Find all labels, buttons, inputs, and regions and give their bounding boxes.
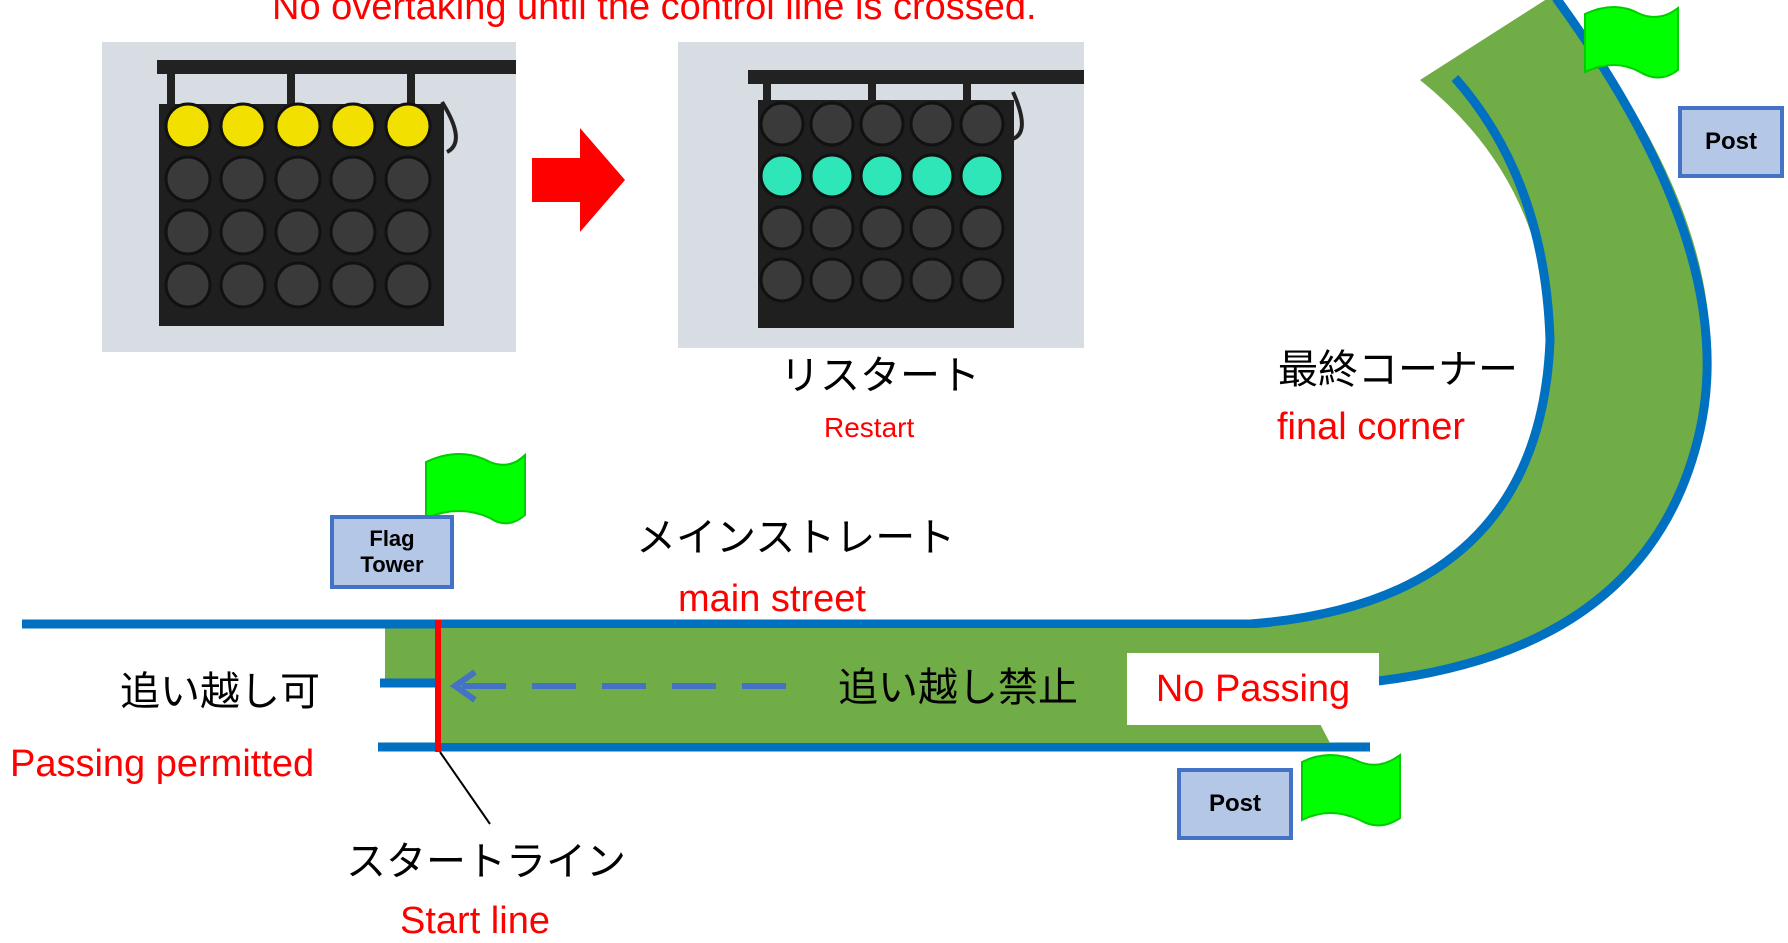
main-street-en-label: main street bbox=[678, 578, 866, 620]
start-line-pointer bbox=[439, 751, 491, 825]
red-transition-arrow bbox=[532, 128, 625, 232]
unlit-lamp bbox=[809, 205, 855, 251]
lit-lamp bbox=[164, 102, 212, 150]
track-straight-surface bbox=[438, 628, 1330, 743]
heading-text: No overtaking until the control line is … bbox=[272, 0, 1037, 28]
unlit-lamp bbox=[959, 101, 1005, 147]
passing-permitted-jp-label: 追い越し可 bbox=[120, 669, 320, 715]
unlit-lamp bbox=[219, 208, 267, 256]
lit-lamp bbox=[384, 102, 432, 150]
unlit-lamp bbox=[909, 205, 955, 251]
passing-permitted-en-label: Passing permitted bbox=[10, 743, 315, 785]
unlit-lamp bbox=[219, 261, 267, 309]
unlit-lamp bbox=[959, 257, 1005, 303]
unlit-lamp bbox=[909, 101, 955, 147]
unlit-lamp bbox=[384, 155, 432, 203]
main-street-jp-label: メインストレート bbox=[636, 515, 956, 561]
track-upper-edge bbox=[22, 75, 1555, 629]
unlit-lamp bbox=[329, 155, 377, 203]
flag-tower-box: Flag Tower bbox=[330, 515, 454, 589]
unlit-lamp bbox=[909, 257, 955, 303]
no-passing-en-label: No Passing bbox=[1155, 667, 1351, 710]
post-bottom-label: Post bbox=[1208, 790, 1261, 817]
unlit-lamp bbox=[164, 208, 212, 256]
unlit-lamp bbox=[859, 257, 905, 303]
unlit-lamp bbox=[164, 261, 212, 309]
restart-jp-label: リスタート bbox=[780, 353, 980, 399]
unlit-lamp bbox=[274, 261, 322, 309]
track-surface bbox=[385, 0, 1711, 683]
unlit-lamp bbox=[809, 101, 855, 147]
no-passing-jp-label: 追い越し禁止 bbox=[838, 665, 1078, 711]
start-line-en-label: Start line bbox=[400, 900, 550, 942]
unlit-lamp bbox=[859, 205, 905, 251]
unlit-lamp bbox=[274, 208, 322, 256]
lit-lamp bbox=[959, 153, 1005, 199]
lit-lamp bbox=[909, 153, 955, 199]
lit-lamp bbox=[809, 153, 855, 199]
unlit-lamp bbox=[859, 101, 905, 147]
final-corner-en-label: final corner bbox=[1277, 406, 1465, 448]
direction-arrow-head bbox=[449, 669, 477, 703]
flag-icon bbox=[1301, 753, 1401, 827]
no-passing-en-box: No Passing bbox=[1127, 653, 1379, 725]
unlit-lamp bbox=[329, 261, 377, 309]
unlit-lamp bbox=[759, 257, 805, 303]
lit-lamp bbox=[329, 102, 377, 150]
track-lower-edge bbox=[380, 0, 1712, 688]
post-top-label: Post bbox=[1704, 128, 1757, 155]
unlit-lamp bbox=[384, 208, 432, 256]
lit-lamp bbox=[274, 102, 322, 150]
flag-tower-line1: Flag bbox=[369, 525, 415, 551]
unlit-lamp bbox=[164, 155, 212, 203]
unlit-lamp bbox=[219, 155, 267, 203]
unlit-lamp bbox=[329, 208, 377, 256]
flag-tower-line2: Tower bbox=[360, 552, 424, 577]
lit-lamp bbox=[859, 153, 905, 199]
restart-en-label: Restart bbox=[824, 412, 915, 443]
flag-icon bbox=[1584, 5, 1679, 79]
lit-lamp bbox=[759, 153, 805, 199]
post-box-top: Post bbox=[1678, 106, 1784, 178]
green-signal-photo bbox=[678, 42, 1084, 348]
final-corner-jp-label: 最終コーナー bbox=[1278, 347, 1518, 393]
post-box-bottom: Post bbox=[1177, 768, 1293, 840]
unlit-lamp bbox=[274, 155, 322, 203]
unlit-lamp bbox=[809, 257, 855, 303]
unlit-lamp bbox=[759, 205, 805, 251]
lit-lamp bbox=[219, 102, 267, 150]
unlit-lamp bbox=[959, 205, 1005, 251]
unlit-lamp bbox=[759, 101, 805, 147]
start-line-jp-label: スタートライン bbox=[346, 839, 626, 885]
unlit-lamp bbox=[384, 261, 432, 309]
yellow-signal-photo bbox=[102, 42, 516, 352]
